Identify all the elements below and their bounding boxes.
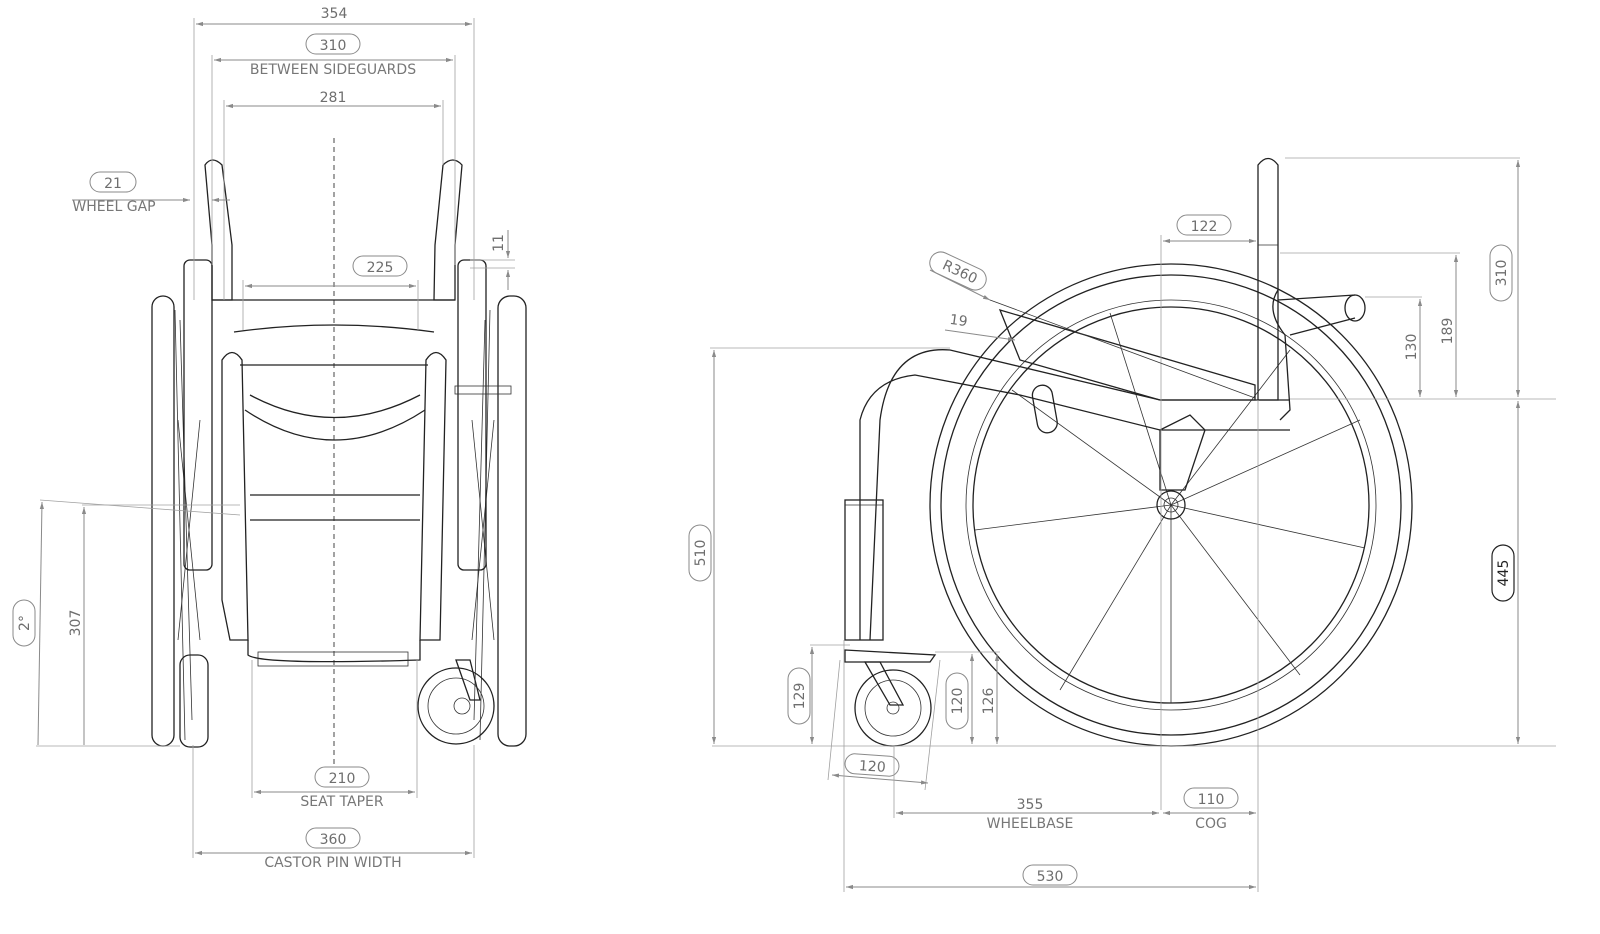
armrest-height-label: 130 [1404, 334, 1420, 361]
backrest-post [1257, 157, 1279, 401]
sideguard-offset-label: 11 [491, 234, 507, 252]
wheel-spokes [974, 312, 1366, 703]
backrest-width-label: 225 [367, 260, 394, 276]
overall-length-label: 530 [1037, 869, 1064, 885]
castor-pin-width-value: 360 [320, 832, 347, 848]
wheel-hub [1156, 490, 1186, 520]
front-frame-tube [844, 499, 884, 641]
wheel-gap-caption: WHEEL GAP [72, 199, 155, 215]
front-seat-height-label: 510 [693, 540, 709, 567]
castor-height-label: 120 [950, 688, 966, 715]
left-front-tube [221, 351, 249, 641]
castor-wheel [854, 669, 932, 747]
wheelbase-value: 355 [1017, 797, 1044, 813]
seat-taper-value: 210 [329, 771, 356, 787]
castor-length-label: 120 [858, 758, 886, 776]
front-view: 354 310 BETWEEN SIDEGUARDS 281 21 WHEEL … [12, 6, 527, 871]
footrest [844, 649, 937, 663]
castor-fork [863, 661, 905, 706]
between-sideguards-value: 310 [320, 38, 347, 54]
right-castor-wheel [417, 667, 495, 745]
push-handle-height-label: 189 [1440, 318, 1456, 345]
right-wheel [497, 295, 527, 747]
cog-caption: COG [1195, 816, 1227, 832]
left-sideguard [183, 259, 213, 571]
camber-label: 2° [17, 615, 33, 631]
overall-width-label: 354 [321, 6, 348, 22]
rear-seat-height-label: 445 [1496, 560, 1512, 587]
backrest-height-label: 310 [1494, 260, 1510, 287]
footrest-height-label: 129 [792, 683, 808, 710]
angle-offset-label: 19 [949, 312, 969, 330]
left-push-handle [204, 159, 233, 301]
main-frame [859, 349, 1290, 641]
cog-value: 110 [1198, 792, 1225, 808]
backrest-offset-label: 122 [1191, 219, 1218, 235]
left-castor [179, 654, 209, 748]
between-sideguards-caption: BETWEEN SIDEGUARDS [250, 62, 416, 78]
side-view: 122 R360 19 310 189 130 445 510 [688, 157, 1556, 892]
axle-receiver [1031, 384, 1058, 434]
seat-height-front-label: 307 [68, 610, 84, 637]
wheelbase-caption: WHEELBASE [987, 816, 1074, 832]
seat-taper-caption: SEAT TAPER [300, 794, 384, 810]
seat-width-label: 281 [320, 90, 347, 106]
castor-fork-height-label: 126 [981, 688, 997, 715]
castor-pin-width-caption: CASTOR PIN WIDTH [264, 855, 401, 871]
wheel-gap-value: 21 [104, 176, 122, 192]
left-wheel [151, 295, 175, 747]
right-front-tube [419, 351, 447, 641]
right-sideguard [457, 259, 487, 571]
